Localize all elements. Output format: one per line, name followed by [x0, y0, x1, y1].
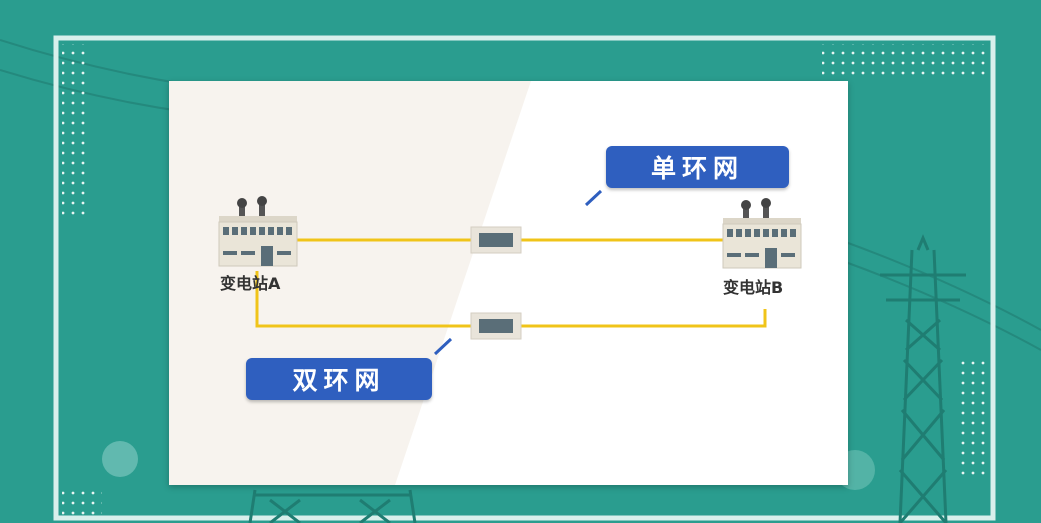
diagram-card: 变电站A 变电站B 单环网 双环网 [169, 81, 848, 485]
station-a-label: 变电站A [220, 274, 281, 293]
single-ring-badge: 单环网 [606, 146, 789, 188]
dot-grid [822, 44, 988, 76]
decor-circle [102, 441, 138, 477]
single-ring-pointer [584, 189, 603, 207]
power-tower-icon [248, 489, 417, 523]
switch-box-icon [470, 312, 522, 340]
switch-box-icon [470, 226, 522, 254]
outer-frame [53, 35, 996, 521]
double-ring-pointer [433, 337, 453, 356]
dot-grid [62, 44, 88, 219]
double-ring-badge: 双环网 [246, 358, 432, 400]
dot-grid [956, 356, 986, 476]
power-tower-icon [880, 234, 966, 523]
dot-grid [62, 488, 102, 518]
factory-icon [722, 198, 802, 269]
factory-icon [218, 196, 298, 267]
station-b-label: 变电站B [723, 278, 784, 297]
